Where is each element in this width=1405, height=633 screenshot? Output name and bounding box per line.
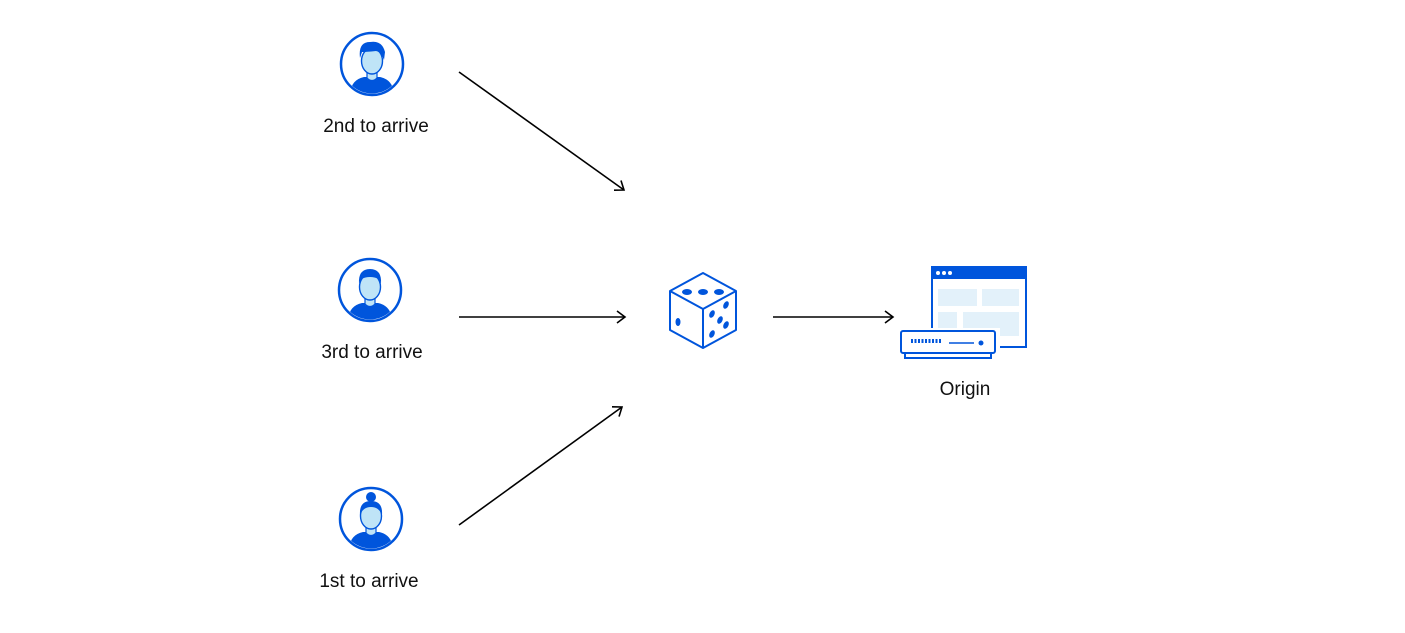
user-3rd-avatar-icon (339, 259, 401, 322)
origin-label: Origin (939, 379, 991, 400)
arrow-1st-to-balancer (458, 406, 624, 526)
origin-server-icon (897, 266, 1027, 362)
user-label-2nd: 2nd to arrive (323, 116, 429, 137)
user-1st-avatar-icon (340, 488, 402, 551)
user-2nd-avatar-icon (341, 33, 403, 96)
user-label-1st: 1st to arrive (319, 571, 419, 592)
dice-icon (669, 272, 737, 349)
user-label-3rd: 3rd to arrive (321, 342, 423, 363)
arrow-2nd-to-balancer (458, 71, 626, 192)
